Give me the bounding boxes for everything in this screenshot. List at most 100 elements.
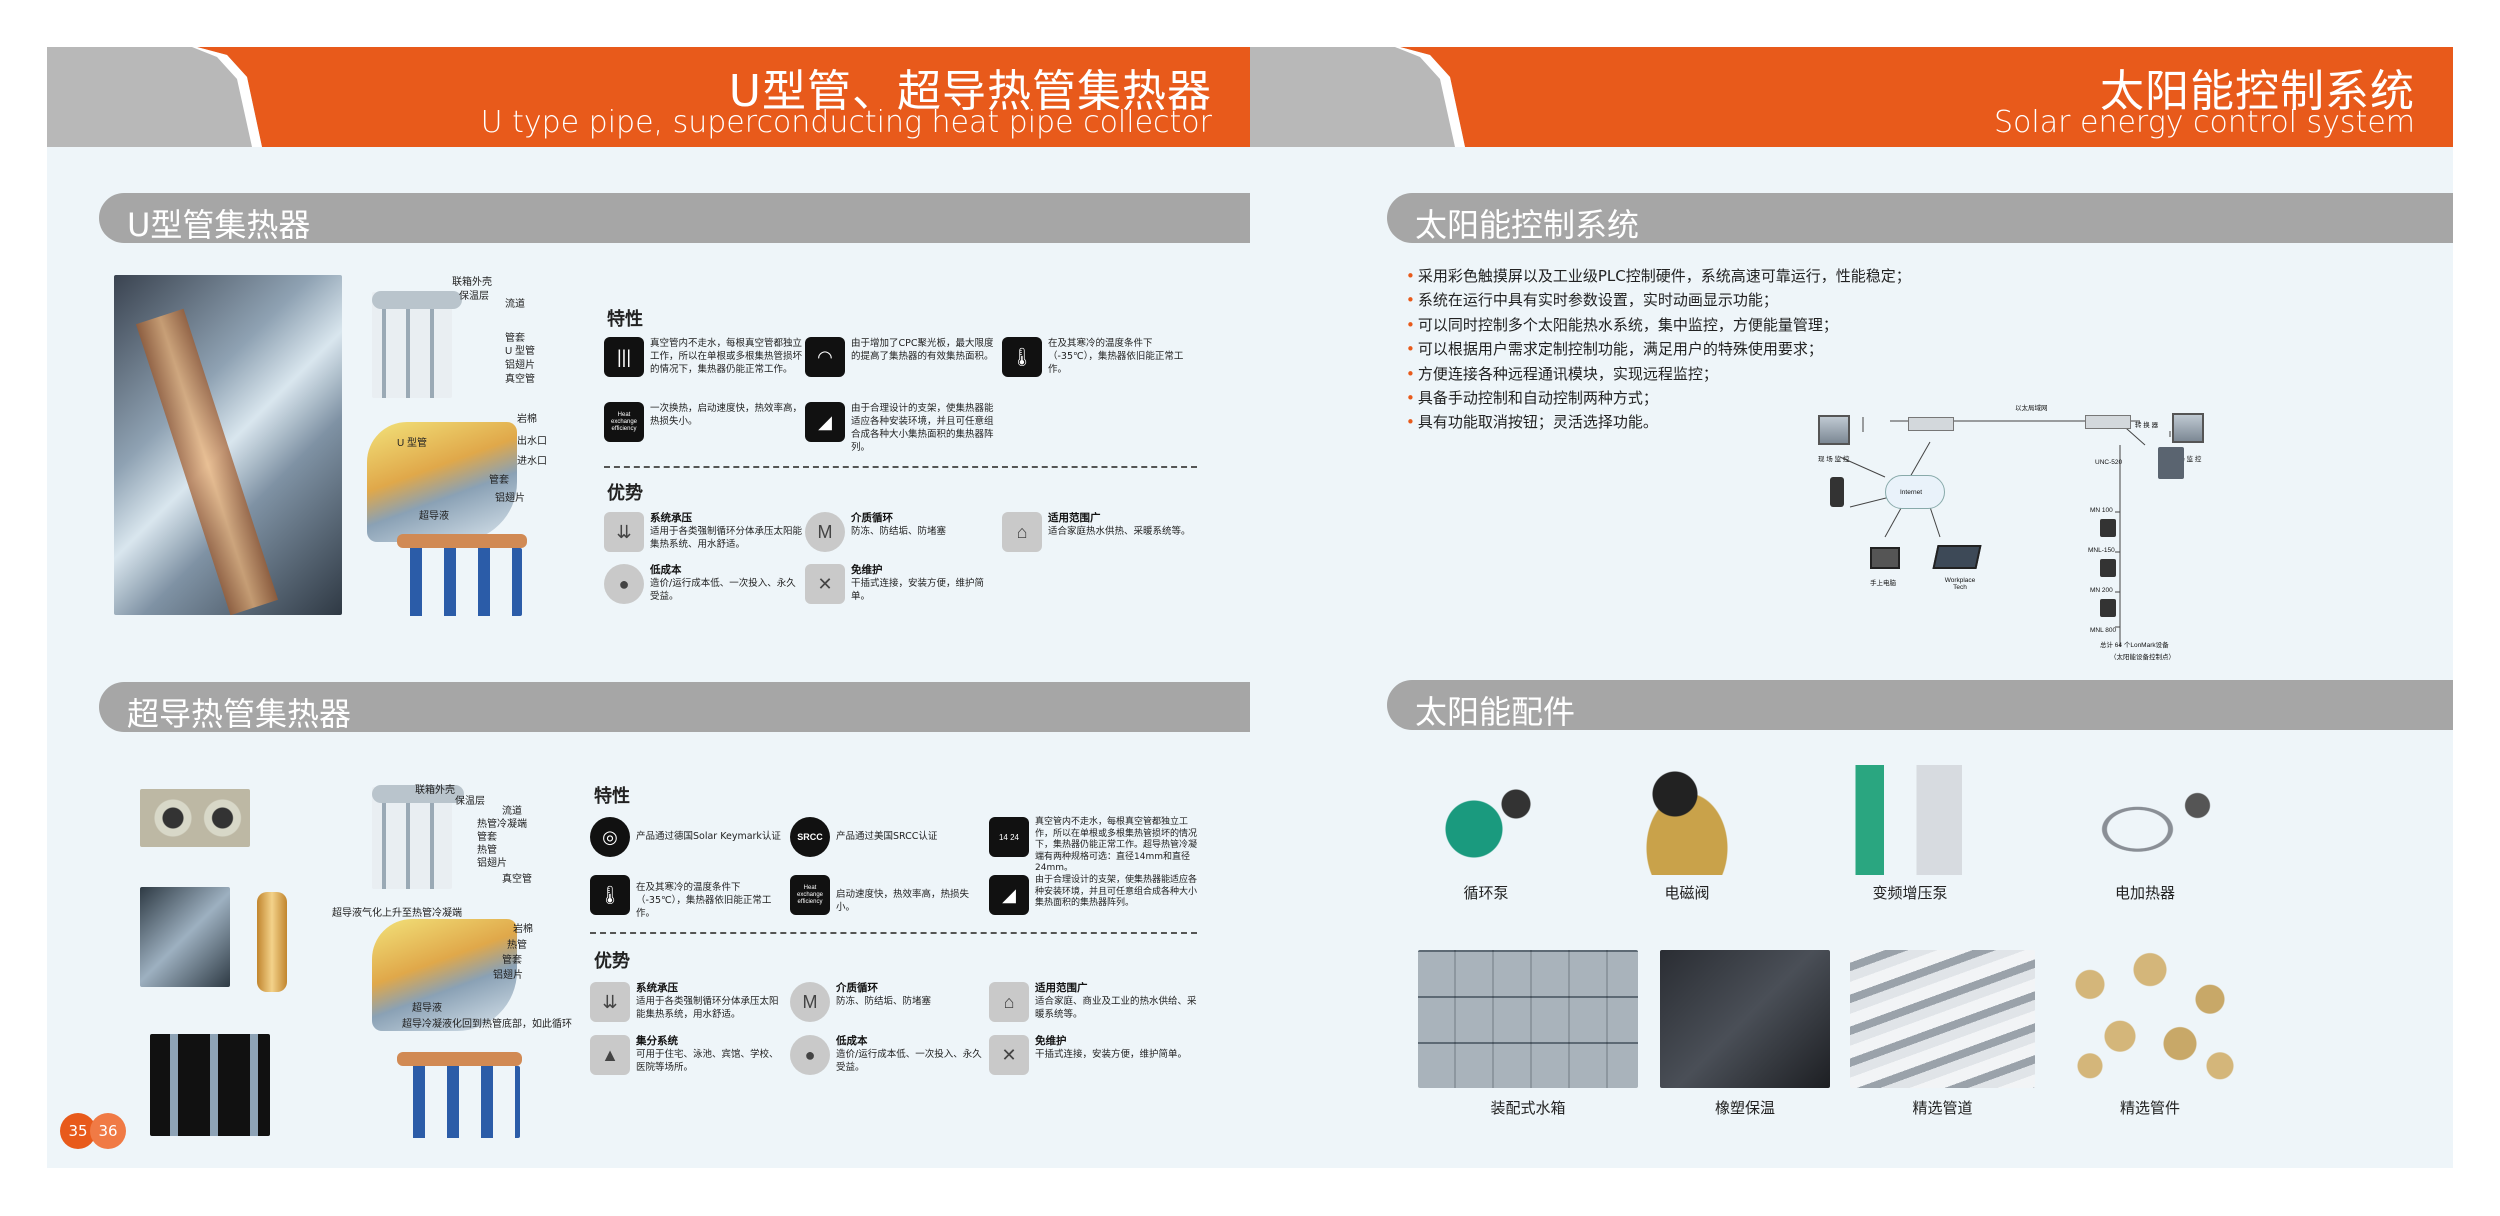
scope-icon: ⌂ (989, 982, 1029, 1022)
left-title-en: U type pipe, superconducting heat pipe c… (480, 105, 1212, 140)
network-label: 总计 64 个LonMark设备 (2100, 642, 2169, 649)
diagram-label: U 型管 (505, 346, 535, 357)
page-numbers: 35 36 (60, 1113, 126, 1149)
diagram-label: 进水口 (517, 456, 547, 467)
network-label: 现 场 监 控 (2170, 456, 2202, 463)
diagram-label: 热管 (507, 940, 527, 951)
product-circulation-pump: 循环泵 (1426, 774, 1546, 914)
right-page: 太阳能控制系统 Solar energy control system 太阳能控… (1250, 47, 2453, 1168)
diagram-label: 超导冷凝液化回到热管底部，如此循环 (402, 1019, 572, 1030)
feature-item: 🌡 在及其寒冷的温度条件下（-35℃），集热器依旧能正常工作。 (590, 875, 785, 920)
diagram-label: 超导液气化上升至热管冷凝端 (332, 908, 462, 919)
section-bar-control-system: 太阳能控制系统 (1387, 193, 2453, 244)
bracket-icon: ◢ (989, 875, 1029, 915)
laptop-icon (1932, 545, 1982, 569)
divider (604, 466, 1197, 468)
product-booster-pump: 变频增压泵 (1845, 765, 1975, 914)
diagram-label: 超导液 (419, 511, 449, 522)
feature-item: ◢ 由于合理设计的支架，使集热器能适应各种安装环境，并且可任意组合成各种大小集热… (805, 402, 1000, 454)
list-item: 具备手动控制和自动控制两种方式； (1406, 386, 1911, 410)
controller-icon (2158, 447, 2184, 479)
advantage-item: ⌂ 适用范围广适合家庭、商业及工业的热水供给、采暖系统等。 (989, 982, 1199, 1022)
computer-icon (1818, 415, 1850, 445)
device-icon (2100, 599, 2116, 617)
pipes-image (1850, 950, 2035, 1088)
network-label: 现 场 监 控 (1818, 456, 1850, 463)
diagram-label: 管套 (489, 475, 509, 486)
tube-icon: ||| (604, 337, 644, 377)
product-water-tank: 装配式水箱 (1418, 950, 1638, 1125)
advantage-item: M 介质循环防冻、防结垢、防堵塞 (790, 982, 985, 1022)
advantage-item: ⇊ 系统承压适用于各类强制循环分体承压太阳能集热系统、用水舒适。 (604, 512, 804, 552)
feature-item: 14 24 真空管内不走水，每根真空管都独立工作，所以在单根或多根集热管损坏的情… (989, 817, 1199, 875)
section-bar-heat-pipe: 超导热管集热器 (99, 682, 1250, 733)
diagram-label: 联箱外壳 (452, 277, 492, 288)
feature-item: SRCC 产品通过美国SRCC认证 (790, 817, 985, 857)
advantage-item: ✕ 免维护干插式连接，安装方便，维护简单。 (805, 564, 995, 604)
diagram-label: 流道 (505, 299, 525, 310)
right-title-en: Solar energy control system (1994, 105, 2415, 140)
list-item: 可以根据用户需求定制控制功能，满足用户的特殊使用要求； (1406, 337, 1911, 361)
advantage-item: ⇊ 系统承压适用于各类强制循环分体承压太阳能集热系统，用水舒适。 (590, 982, 785, 1022)
size-icon: 14 24 (989, 817, 1029, 857)
u-pipe-tube-bank (402, 548, 522, 616)
thermometer-icon: 🌡 (1002, 337, 1042, 377)
advantages-title: 优势 (594, 951, 630, 972)
heat-pipe-cross-section (372, 919, 517, 1031)
heat-exchange-icon: Heat exchange efficiency (790, 875, 830, 915)
section-title: 太阳能控制系统 (1415, 206, 1640, 244)
feature-item: Heat exchange efficiency 启动速度快，热效率高，热损失小… (790, 875, 985, 915)
left-page: U型管、超导热管集热器 U type pipe, superconducting… (47, 47, 1250, 1168)
thermometer-icon: 🌡 (590, 875, 630, 915)
product-solenoid-valve: 电磁阀 (1627, 767, 1747, 914)
diagram-label: U 型管 (397, 438, 427, 449)
internet-cloud-icon (1885, 475, 1945, 509)
advantage-item: M 介质循环防冻、防结垢、防堵塞 (805, 512, 995, 552)
section-title: 太阳能配件 (1415, 693, 1576, 731)
diagram-label: 铝翅片 (495, 493, 525, 504)
piggy-bank-icon: ● (790, 1035, 830, 1075)
features-title: 特性 (607, 309, 643, 330)
section-bar-accessories: 太阳能配件 (1387, 680, 2453, 731)
network-label: MN 100 (2090, 507, 2113, 514)
list-item: 采用彩色触摸屏以及工业级PLC控制硬件，系统高速可靠运行，性能稳定； (1406, 264, 1911, 288)
tools-icon: ✕ (989, 1035, 1029, 1075)
diagram-label: 热管 (477, 845, 497, 856)
solenoid-valve-image (1627, 767, 1747, 875)
diagram-label: 热管冷凝端 (477, 819, 527, 830)
diagram-label: 保温层 (459, 291, 489, 302)
diagram-label: 保温层 (455, 796, 485, 807)
advantages-title: 优势 (607, 483, 643, 504)
diagram-label: 铝翅片 (493, 970, 523, 981)
heat-pipe-collector-diagram (372, 787, 452, 889)
product-electric-heater: 电加热器 (2070, 777, 2220, 914)
right-header-band: 太阳能控制系统 Solar energy control system (1250, 47, 2453, 147)
u-pipe-photo (114, 275, 342, 615)
heat-pipe-photo-4 (150, 1034, 270, 1136)
diagram-label: 出水口 (517, 436, 547, 447)
heat-exchange-icon: Heat exchange efficiency (604, 402, 644, 442)
mobile-phone-icon (1830, 477, 1844, 507)
fittings-image (2050, 940, 2250, 1088)
feature-item: ◢ 由于合理设计的支架，使集热器能适应各种安装环境，并且可任意组合成各种大小集热… (989, 875, 1199, 915)
piggy-bank-icon: ● (604, 564, 644, 604)
network-label: 以太局域网 (2015, 405, 2048, 412)
diagram-label: 铝翅片 (477, 858, 507, 869)
advantage-item: ▲ 集分系统可用于住宅、泳池、宾馆、学校、医院等场所。 (590, 1035, 785, 1075)
cpc-icon: ◠ (805, 337, 845, 377)
medium-cycle-icon: M (790, 982, 830, 1022)
feature-item: ||| 真空管内不走水，每根真空管都独立工作，所以在单根或多根集热管损坏的情况下… (604, 337, 804, 377)
booster-pump-image (1845, 765, 1975, 875)
diagram-label: 真空管 (505, 374, 535, 385)
feature-item: ◎ 产品通过德国Solar Keymark认证 (590, 817, 785, 857)
advantage-item: ● 低成本造价/运行成本低、一次投入、永久受益。 (790, 1035, 985, 1075)
heat-pipe-photo-1 (140, 789, 250, 847)
control-features-list: 采用彩色触摸屏以及工业级PLC控制硬件，系统高速可靠运行，性能稳定； 系统在运行… (1406, 264, 1911, 435)
network-label: Internet (1900, 489, 1923, 496)
diagram-label: 超导液 (412, 1003, 442, 1014)
right-title-cn: 太阳能控制系统 (2100, 66, 2415, 117)
brochure-spread: U型管、超导热管集热器 U type pipe, superconducting… (47, 47, 2453, 1168)
heat-pipe-tube-bank (405, 1066, 520, 1138)
cluster-icon: ▲ (590, 1035, 630, 1075)
switch-icon (1908, 417, 1954, 431)
